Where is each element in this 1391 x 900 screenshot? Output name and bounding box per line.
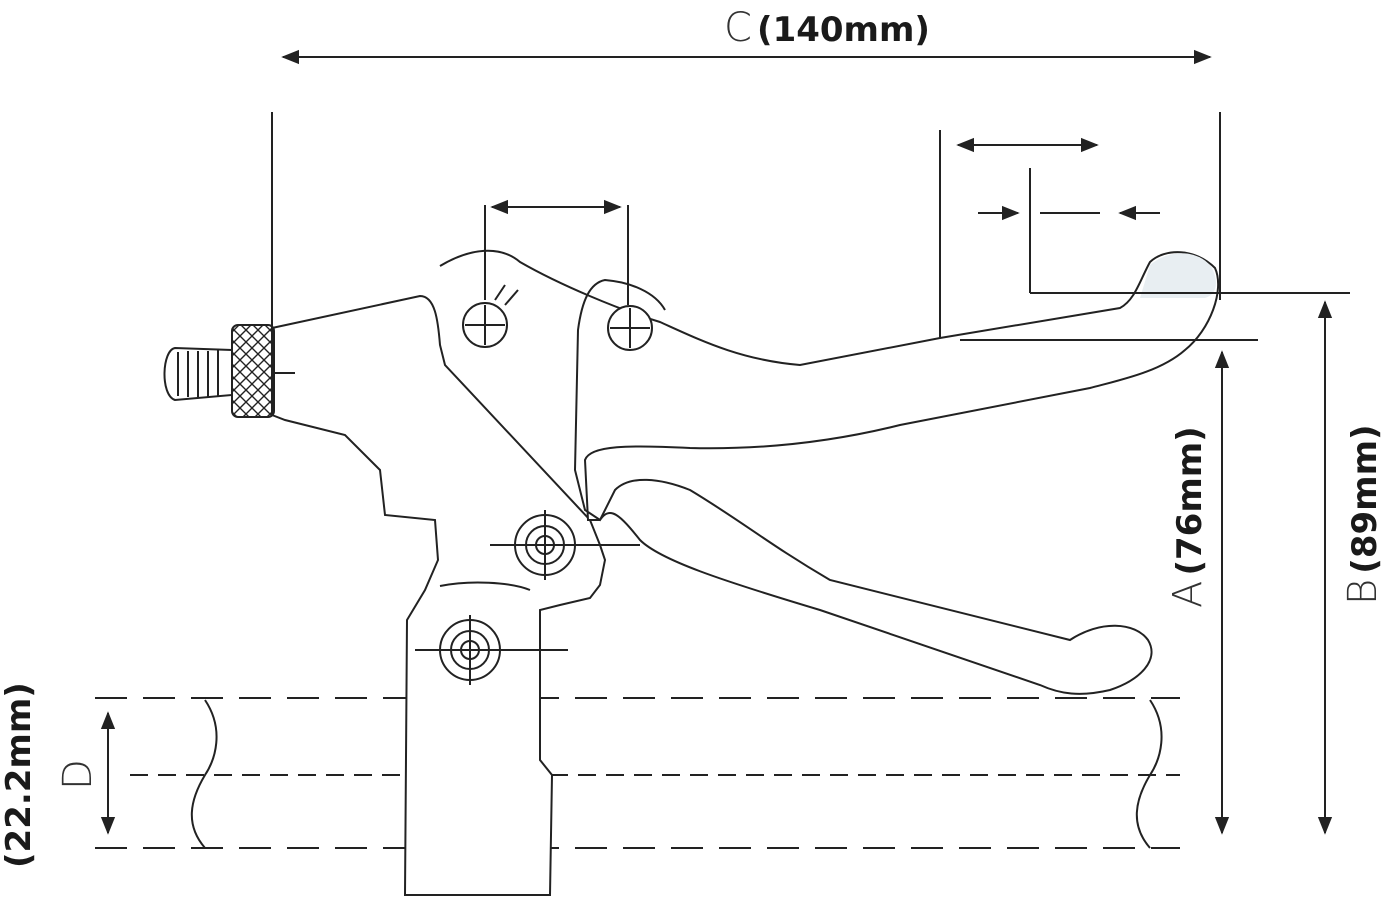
dim-d-letter-label: D	[55, 759, 101, 790]
handlebar-tube	[95, 697, 1180, 849]
dim-a-value: (76mm)	[1170, 426, 1210, 576]
dim-d-value: (22.2mm)	[0, 682, 39, 868]
dim-a-label: A (76mm)	[1165, 426, 1211, 608]
dim-d-letter: D	[55, 759, 101, 790]
adjuster-barrel	[163, 324, 295, 418]
dim-b-value: (89mm)	[1345, 424, 1385, 574]
dimension-lines	[100, 49, 1350, 835]
dim-d-value-label: (22.2mm)	[0, 682, 39, 868]
clamp-body	[271, 294, 607, 896]
dim-b-label: B (89mm)	[1340, 424, 1386, 605]
pivot-holes	[415, 284, 653, 685]
dim-b-letter: B	[1340, 578, 1386, 605]
dim-a-letter: A	[1165, 580, 1211, 608]
lever-blade	[439, 249, 1220, 695]
dim-c-letter: C	[724, 5, 752, 51]
dim-c-value: (140mm)	[757, 10, 930, 50]
dim-c-label: C (140mm)	[724, 8, 930, 48]
